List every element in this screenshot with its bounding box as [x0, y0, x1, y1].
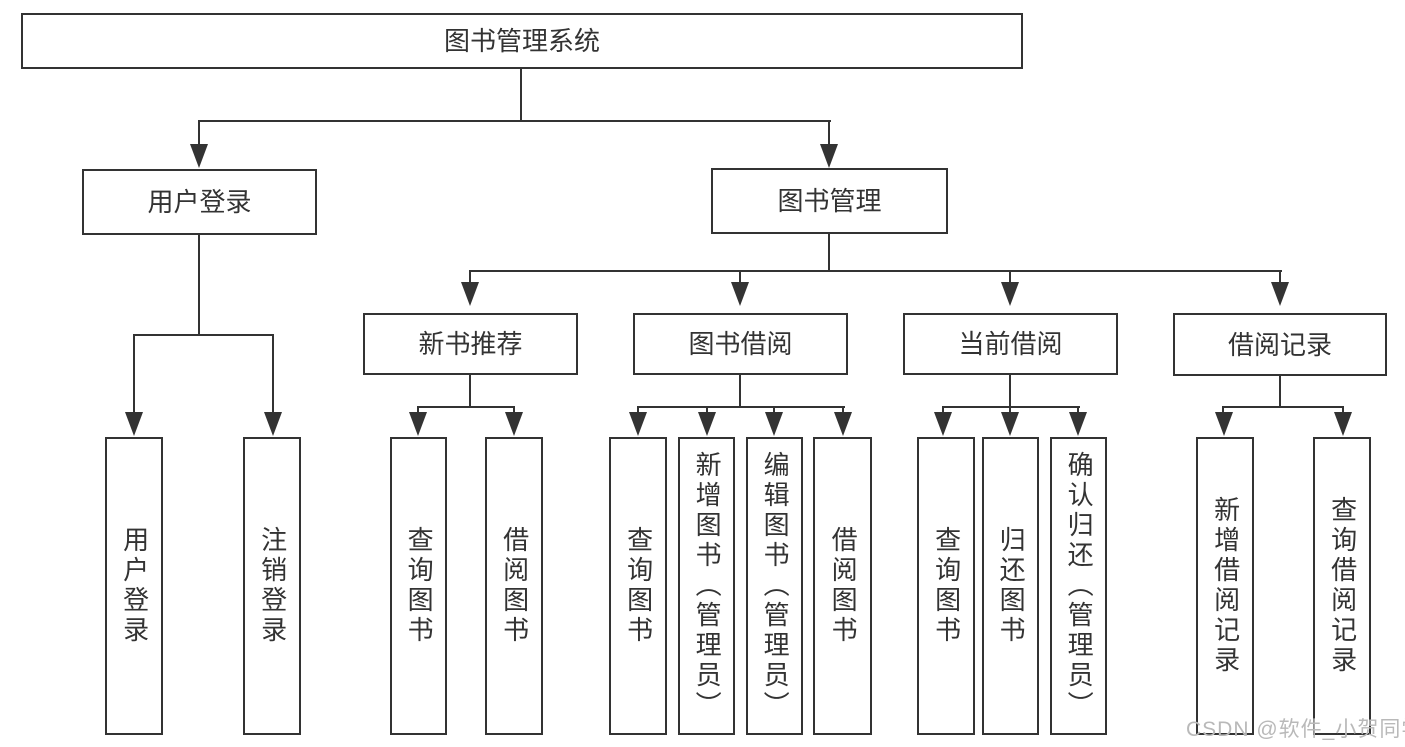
- leaf-return-books: 归还图书: [982, 437, 1039, 735]
- leaf-label: 归还图书: [996, 526, 1027, 646]
- connector-line: [272, 334, 274, 412]
- connector-line: [1222, 406, 1224, 414]
- leaf-query-books-borrowing: 查询图书: [609, 437, 667, 735]
- connector-line: [469, 270, 1282, 272]
- arrow-down-icon: [1215, 412, 1233, 436]
- arrow-down-icon: [461, 282, 479, 306]
- arrow-down-icon: [765, 412, 783, 436]
- leaf-edit-books-admin: 编辑图书（管理员）: [746, 437, 803, 735]
- leaf-label: 用户登录: [119, 526, 150, 646]
- node-user-login: 用户登录: [82, 169, 317, 235]
- leaf-logout: 注销登录: [243, 437, 301, 735]
- connector-line: [469, 270, 471, 284]
- arrow-down-icon: [698, 412, 716, 436]
- arrow-down-icon: [125, 412, 143, 436]
- connector-line: [739, 374, 741, 408]
- connector-line: [773, 406, 775, 414]
- connector-line: [706, 406, 708, 414]
- connector-line: [520, 67, 522, 122]
- connector-line: [198, 233, 200, 336]
- arrow-down-icon: [1001, 412, 1019, 436]
- arrow-down-icon: [934, 412, 952, 436]
- arrow-down-icon: [409, 412, 427, 436]
- leaf-user-login: 用户登录: [105, 437, 163, 735]
- leaf-label: 查询借阅记录: [1327, 496, 1358, 676]
- leaf-label: 借阅图书: [828, 526, 859, 646]
- arrow-down-icon: [1069, 412, 1087, 436]
- connector-line: [513, 406, 515, 414]
- leaf-borrow-books: 借阅图书: [813, 437, 872, 735]
- node-new-book-recommend: 新书推荐: [363, 313, 578, 375]
- arrow-down-icon: [264, 412, 282, 436]
- connector-line: [133, 334, 135, 412]
- leaf-query-borrow-record: 查询借阅记录: [1313, 437, 1371, 735]
- arrow-down-icon: [834, 412, 852, 436]
- leaf-label: 确认归还（管理员）: [1064, 451, 1095, 721]
- connector-line: [1009, 270, 1011, 284]
- leaf-label: 查询图书: [404, 526, 435, 646]
- connector-line: [417, 406, 515, 408]
- connector-line: [198, 120, 831, 122]
- leaf-label: 借阅图书: [499, 526, 530, 646]
- connector-line: [842, 406, 844, 414]
- node-library-management-system: 图书管理系统: [21, 13, 1023, 69]
- leaf-label: 查询图书: [623, 526, 654, 646]
- leaf-label: 编辑图书（管理员）: [760, 451, 791, 721]
- connector-line: [417, 406, 419, 414]
- connector-line: [739, 270, 741, 284]
- leaf-borrow-books-recommend: 借阅图书: [485, 437, 543, 735]
- connector-line: [1279, 270, 1281, 284]
- connector-line: [198, 120, 200, 148]
- node-book-borrowing: 图书借阅: [633, 313, 848, 375]
- leaf-label: 查询图书: [931, 526, 962, 646]
- arrow-down-icon: [731, 282, 749, 306]
- leaf-confirm-return-admin: 确认归还（管理员）: [1050, 437, 1107, 735]
- arrow-down-icon: [505, 412, 523, 436]
- leaf-query-books-recommend: 查询图书: [390, 437, 447, 735]
- connector-line: [469, 374, 471, 408]
- connector-line: [1009, 406, 1011, 414]
- node-borrow-records: 借阅记录: [1173, 313, 1387, 376]
- arrow-down-icon: [1334, 412, 1352, 436]
- leaf-label: 新增借阅记录: [1210, 496, 1241, 676]
- connector-line: [637, 406, 845, 408]
- connector-line: [828, 232, 830, 272]
- node-book-management: 图书管理: [711, 168, 948, 234]
- connector-line: [133, 334, 274, 336]
- connector-line: [1077, 406, 1079, 414]
- leaf-label: 新增图书（管理员）: [692, 451, 723, 721]
- connector-line: [637, 406, 639, 414]
- node-current-borrowing: 当前借阅: [903, 313, 1118, 375]
- leaf-query-books-current: 查询图书: [917, 437, 975, 735]
- watermark: CSDN @软件_小贺同学: [1186, 718, 1405, 741]
- leaf-add-borrow-record: 新增借阅记录: [1196, 437, 1254, 735]
- connector-line: [942, 406, 1080, 408]
- connector-line: [1342, 406, 1344, 414]
- leaf-add-books-admin: 新增图书（管理员）: [678, 437, 735, 735]
- arrow-down-icon: [629, 412, 647, 436]
- connector-line: [1009, 374, 1011, 408]
- arrow-down-icon: [820, 144, 838, 168]
- connector-line: [942, 406, 944, 414]
- connector-line: [1279, 374, 1281, 408]
- connector-line: [828, 120, 830, 148]
- leaf-label: 注销登录: [257, 526, 288, 646]
- connector-line: [1222, 406, 1344, 408]
- arrow-down-icon: [1271, 282, 1289, 306]
- arrow-down-icon: [190, 144, 208, 168]
- arrow-down-icon: [1001, 282, 1019, 306]
